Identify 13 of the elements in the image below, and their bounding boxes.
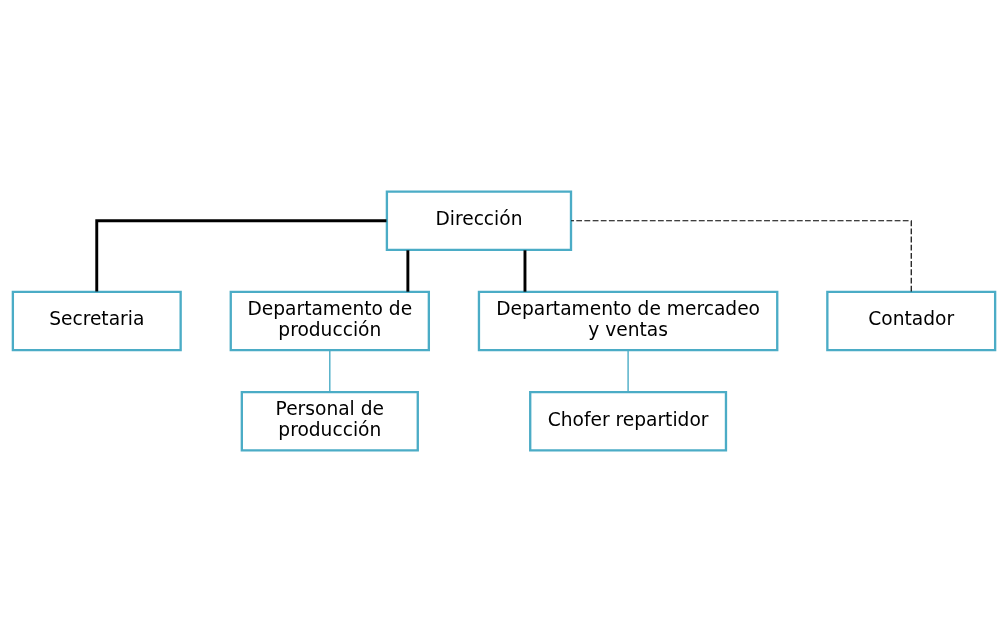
node-box: Chofer repartidor (529, 390, 728, 451)
node-box: Departamento de producción (229, 290, 430, 351)
connector (406, 249, 410, 292)
connector (627, 349, 629, 393)
node-box: Dirección (385, 190, 573, 251)
node-box: Personal de producción (240, 390, 419, 451)
node-box: Contador (826, 290, 997, 351)
connector (523, 249, 527, 292)
connector (570, 219, 912, 292)
node-box: Departamento de mercadeo y ventas (477, 290, 779, 351)
connector (329, 349, 331, 393)
node-box: Secretaria (11, 290, 182, 351)
connector (95, 218, 387, 291)
